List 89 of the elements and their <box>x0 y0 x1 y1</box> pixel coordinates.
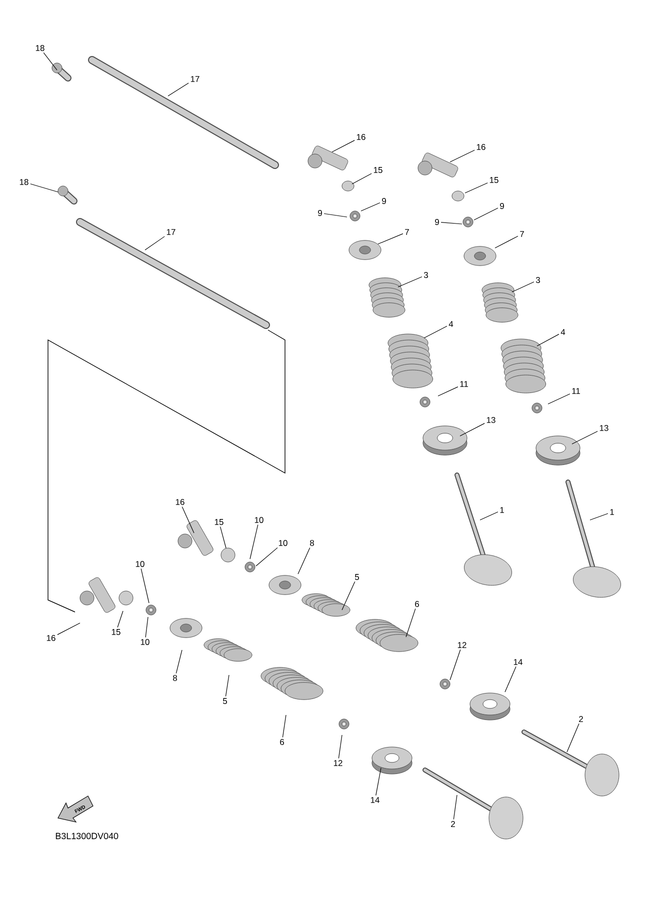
leader-line <box>338 734 342 759</box>
leader-line <box>352 173 372 184</box>
callout-number: 15 <box>490 177 498 183</box>
leader-line <box>225 674 230 697</box>
leader-line <box>494 236 518 248</box>
leader-line <box>398 276 422 288</box>
callout-number: 6 <box>280 739 284 745</box>
callout-number: 9 <box>435 219 439 225</box>
callout-number: 3 <box>424 272 428 278</box>
callout-number: 17 <box>166 229 176 235</box>
leader-line <box>378 233 404 244</box>
leader-line <box>342 581 356 610</box>
callout-number: 11 <box>460 381 468 387</box>
leader-line <box>117 610 124 628</box>
leader-line <box>57 622 80 635</box>
callout-number: 16 <box>176 499 184 505</box>
leader-line <box>176 650 182 674</box>
leader-line <box>43 52 58 70</box>
leader-line <box>182 506 194 534</box>
callout-number: 10 <box>136 561 144 567</box>
leader-line <box>256 547 278 566</box>
callout-number: 16 <box>476 144 486 150</box>
callout-number: 1 <box>610 509 614 515</box>
callout-number: 2 <box>579 716 583 722</box>
callout-number: 7 <box>405 229 409 235</box>
callout-number: 8 <box>310 540 314 546</box>
leader-line <box>360 202 380 212</box>
callout-number: 6 <box>415 601 419 607</box>
callout-number: 3 <box>536 277 540 283</box>
callout-number: 17 <box>190 76 200 82</box>
callout-number: 14 <box>370 797 380 803</box>
leader-line <box>464 182 488 194</box>
callout-number: 12 <box>458 642 466 648</box>
callout-number: 5 <box>354 574 359 580</box>
leader-line <box>453 794 458 820</box>
leader-line <box>566 723 580 752</box>
callout-number: 10 <box>278 540 288 546</box>
leader-line <box>450 649 461 680</box>
leader-line <box>332 140 355 152</box>
callout-number: 10 <box>254 517 264 523</box>
leader-line <box>376 768 382 796</box>
leader-line <box>536 334 560 346</box>
callout-number: 18 <box>36 45 44 51</box>
leader-line <box>168 82 189 96</box>
leader-line <box>480 512 498 520</box>
leader-line <box>298 547 310 574</box>
callout-number: 12 <box>334 760 342 766</box>
leader-line <box>145 616 148 638</box>
leader-line <box>460 423 485 436</box>
leader-line <box>144 236 165 250</box>
leader-line <box>406 608 416 638</box>
leader-line <box>250 524 258 560</box>
leader-line <box>572 430 598 444</box>
leader-line <box>512 282 534 292</box>
callout-number: 15 <box>112 629 120 635</box>
callout-number: 4 <box>560 329 566 335</box>
callout-number: 5 <box>222 698 227 704</box>
leader-line <box>548 394 570 404</box>
callout-number: 9 <box>318 210 322 216</box>
callout-number: 13 <box>486 417 496 423</box>
leader-line <box>282 714 286 738</box>
diagram-code: B3L1300DV040 <box>56 832 118 840</box>
callout-number: 7 <box>520 231 524 237</box>
callout-number: 9 <box>382 198 386 204</box>
leader-line <box>30 184 58 192</box>
callout-number: 2 <box>451 821 455 827</box>
leader-line <box>440 222 462 224</box>
callout-number: 15 <box>374 167 382 173</box>
leader-line <box>438 386 458 396</box>
leader-line <box>450 150 475 162</box>
leader-line <box>504 666 516 692</box>
callout-number: 18 <box>20 179 28 185</box>
callout-number: 9 <box>500 203 504 209</box>
callout-number: 13 <box>600 425 608 431</box>
callout-number: 14 <box>514 659 522 665</box>
callout-number: 15 <box>214 519 224 525</box>
leader-line <box>474 208 498 220</box>
leader-line <box>140 568 150 604</box>
callout-number: 16 <box>356 134 366 140</box>
leader-line <box>590 513 608 520</box>
callout-number: 8 <box>173 675 177 681</box>
callout-number: 10 <box>140 639 150 645</box>
callout-number: 11 <box>572 388 580 394</box>
leader-line <box>220 526 226 548</box>
callout-number: 4 <box>448 321 454 327</box>
callout-number: 1 <box>500 507 504 513</box>
leader-line <box>424 326 448 338</box>
callout-number: 16 <box>46 635 56 641</box>
leader-line <box>324 213 348 218</box>
